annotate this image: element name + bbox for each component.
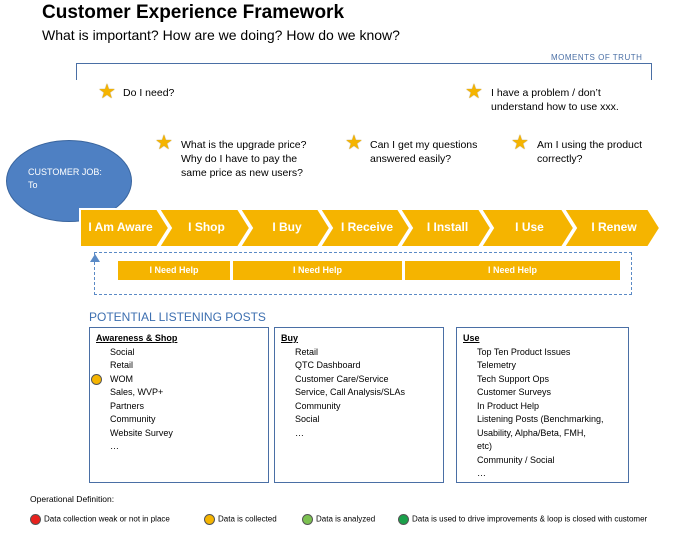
list-item: Retail xyxy=(110,360,134,370)
list-item: … xyxy=(295,427,304,438)
stage-label: I Shop xyxy=(188,220,225,234)
status-dot-collected xyxy=(91,374,102,385)
help-loop-dashed-box xyxy=(94,252,632,295)
list-item: Community xyxy=(110,414,156,424)
list-item: Usability, Alpha/Beta, FMH, xyxy=(477,427,586,438)
list-item: Customer Care/Service xyxy=(295,373,389,384)
star-icon: ★ xyxy=(345,132,363,154)
list-item: … xyxy=(477,468,486,478)
list-item: Top Ten Product Issues xyxy=(477,346,571,357)
list-item: QTC Dashboard xyxy=(295,360,361,370)
question-answered: Can I get my questions answered easily? xyxy=(370,139,478,165)
moments-of-truth-bracket xyxy=(76,63,652,80)
legend-item-analyzed: Data is analyzed xyxy=(302,514,375,525)
list-item: Social xyxy=(110,346,135,357)
awareness-shop-header: Awareness & Shop xyxy=(96,333,178,343)
awareness-shop-box: Awareness & Shop Social Retail WOM Sales… xyxy=(89,327,269,483)
list-item: Community xyxy=(295,400,341,411)
help-bar: I Need Help xyxy=(233,261,402,280)
light-green-dot-icon xyxy=(302,514,313,525)
star-icon: ★ xyxy=(511,132,529,154)
list-item: Retail xyxy=(295,346,319,357)
customer-job-text: CUSTOMER JOB: To xyxy=(28,167,102,190)
arrow-up-icon xyxy=(90,254,100,262)
star-icon: ★ xyxy=(155,132,173,154)
star-icon: ★ xyxy=(465,81,483,103)
stage-label: I Install xyxy=(426,220,469,234)
red-dot-icon xyxy=(30,514,41,525)
green-dot-icon xyxy=(398,514,409,525)
list-item: etc) xyxy=(477,441,493,451)
customer-job-ellipse xyxy=(6,140,132,222)
buy-header: Buy xyxy=(281,333,299,343)
list-item: Service, Call Analysis/SLAs xyxy=(295,387,406,397)
stage-chevron xyxy=(79,208,171,248)
moments-of-truth-label: MOMENTS OF TRUTH xyxy=(551,53,643,62)
legend-item-weak: Data collection weak or not in place xyxy=(30,514,170,525)
question-problem: I have a problem / don’t understand how … xyxy=(491,87,619,113)
stage-label: I Use xyxy=(515,220,544,234)
question-upgrade: What is the upgrade price? Why do I have… xyxy=(181,139,307,179)
stage-chevron xyxy=(562,208,662,248)
question-using: Am I using the product correctly? xyxy=(537,139,643,165)
help-bar: I Need Help xyxy=(405,261,620,280)
page-title: Customer Experience Framework xyxy=(42,2,345,23)
stage-label: I Buy xyxy=(272,220,302,234)
stage-label: I Receive xyxy=(340,220,394,234)
list-item: In Product Help xyxy=(477,400,540,411)
list-item: … xyxy=(110,441,119,451)
stage-chevron xyxy=(479,208,576,248)
operational-definition-title: Operational Definition: xyxy=(30,494,115,504)
help-bar: I Need Help xyxy=(118,261,230,280)
buy-box: Buy Retail QTC Dashboard Customer Care/S… xyxy=(274,327,444,483)
yellow-dot-icon xyxy=(204,514,215,525)
list-item: Website Survey xyxy=(110,427,173,438)
page-subtitle: What is important? How are we doing? How… xyxy=(42,27,400,43)
list-item: Partners xyxy=(110,400,145,411)
legend-item-collected: Data is collected xyxy=(204,514,277,525)
list-item: Telemetry xyxy=(477,360,517,370)
stage-label: I Renew xyxy=(591,220,637,234)
question-do-i-need: Do I need? xyxy=(123,87,175,99)
stage-label: I Am Aware xyxy=(88,220,153,234)
stage-chevron xyxy=(318,208,412,248)
legend-item-closed-loop: Data is used to drive improvements & loo… xyxy=(398,514,647,525)
list-item: Sales, WVP+ xyxy=(110,387,164,397)
star-icon: ★ xyxy=(98,81,116,103)
listening-posts-title: POTENTIAL LISTENING POSTS xyxy=(89,310,266,324)
list-item: Tech Support Ops xyxy=(477,373,550,384)
use-header: Use xyxy=(463,333,480,343)
use-box: Use Top Ten Product Issues Telemetry Tec… xyxy=(456,327,629,483)
stage-chevrons xyxy=(79,208,662,248)
list-item: Social xyxy=(295,414,320,424)
list-item: Listening Posts (Benchmarking, xyxy=(477,414,604,424)
list-item: Community / Social xyxy=(477,454,555,465)
stage-chevron xyxy=(398,208,493,248)
list-item: Customer Surveys xyxy=(477,387,552,397)
list-item: WOM xyxy=(110,373,133,384)
stage-chevron xyxy=(157,208,252,248)
stage-chevron xyxy=(238,208,332,248)
